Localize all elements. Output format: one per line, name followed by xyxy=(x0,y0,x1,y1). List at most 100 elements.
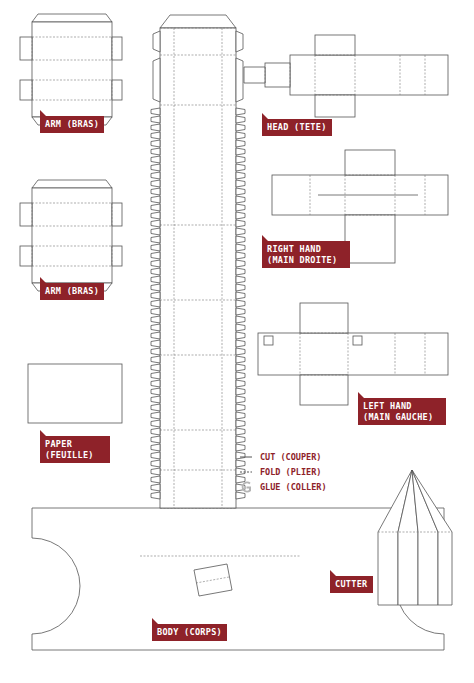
body-tooth xyxy=(236,276,245,283)
body-tooth xyxy=(236,164,245,171)
body-tooth xyxy=(236,356,245,363)
body-tooth xyxy=(236,476,245,483)
body-tooth xyxy=(151,388,160,395)
body-tooth xyxy=(151,204,160,211)
body-tooth xyxy=(151,340,160,347)
body-tooth xyxy=(151,412,160,419)
fold-line xyxy=(160,55,236,56)
body-tooth xyxy=(236,348,245,355)
body-tooth xyxy=(151,148,160,155)
glue-tab xyxy=(32,180,112,188)
body-tooth xyxy=(151,428,160,435)
body-tooth xyxy=(151,396,160,403)
fold-line xyxy=(425,175,426,215)
body-tooth xyxy=(236,156,245,163)
body-tooth xyxy=(151,244,160,251)
hand-bottom xyxy=(300,375,348,405)
body-tooth xyxy=(151,196,160,203)
body-tooth xyxy=(236,396,245,403)
paper-sheet xyxy=(28,364,122,423)
body-tooth xyxy=(236,172,245,179)
body-tooth xyxy=(151,188,160,195)
body-tooth xyxy=(151,316,160,323)
body-tooth xyxy=(236,204,245,211)
body-tooth xyxy=(236,428,245,435)
body-tooth xyxy=(151,164,160,171)
fold-line xyxy=(32,100,112,101)
fold-line xyxy=(160,28,236,29)
body-tooth xyxy=(151,108,160,115)
arm-flap xyxy=(112,246,122,266)
body-cap xyxy=(160,15,236,28)
hand-bottom xyxy=(345,215,395,263)
body-tooth xyxy=(151,172,160,179)
part-label-tag: BODY (CORPS) xyxy=(152,624,227,641)
glue-tab xyxy=(153,31,160,52)
arm-panel xyxy=(32,22,112,117)
body-tooth xyxy=(236,324,245,331)
hand-strip xyxy=(272,175,448,215)
part-label-tag: PAPER (FEUILLE) xyxy=(40,436,110,463)
slot-hole xyxy=(353,336,362,345)
fold-line xyxy=(32,37,33,60)
fold-line xyxy=(112,246,113,266)
legend-row: FOLD (PLIER) xyxy=(238,464,327,479)
body-tooth xyxy=(236,180,245,187)
body-tooth xyxy=(236,332,245,339)
body-tooth xyxy=(151,380,160,387)
part-label-tag: CUTTER xyxy=(330,576,373,593)
body-tooth xyxy=(151,332,160,339)
fold-line xyxy=(32,266,112,267)
fold-line xyxy=(300,333,348,334)
body-tooth xyxy=(151,348,160,355)
body-tooth xyxy=(151,308,160,315)
slit-line xyxy=(318,195,418,196)
body-tooth xyxy=(236,388,245,395)
legend-sample xyxy=(238,481,254,493)
body-tooth xyxy=(236,372,245,379)
body-tooth xyxy=(151,420,160,427)
body-tooth xyxy=(151,324,160,331)
body-tooth xyxy=(236,196,245,203)
fold-line xyxy=(378,532,452,533)
legend-text: GLUE (COLLER) xyxy=(260,482,327,492)
body-tooth xyxy=(236,236,245,243)
fold-line xyxy=(345,215,395,216)
part-name: HEAD (TETE) xyxy=(267,122,327,133)
glue-tab xyxy=(236,31,243,52)
body-tooth xyxy=(151,180,160,187)
body-tooth xyxy=(236,308,245,315)
fold-line xyxy=(290,63,291,87)
hand-strip xyxy=(258,333,448,375)
arm-flap xyxy=(112,80,122,100)
body-tooth xyxy=(236,252,245,259)
head-strip xyxy=(290,55,448,95)
glue-tab xyxy=(236,58,243,102)
fold-line xyxy=(425,333,426,375)
arm-flap xyxy=(20,203,32,226)
body-tooth xyxy=(236,316,245,323)
body-tooth xyxy=(236,452,245,459)
body-tooth xyxy=(151,252,160,259)
body-tooth xyxy=(151,372,160,379)
body-tooth xyxy=(236,188,245,195)
part-name: PAPER (FEUILLE) xyxy=(45,439,105,460)
body-tooth xyxy=(151,156,160,163)
body-tooth xyxy=(151,476,160,483)
body-tooth xyxy=(236,492,245,499)
fold-line xyxy=(112,37,113,60)
fold-line xyxy=(32,80,33,100)
body-tooth xyxy=(236,412,245,419)
fold-line xyxy=(355,55,356,95)
body-tooth xyxy=(151,228,160,235)
fold-line xyxy=(348,333,349,375)
fold-line xyxy=(300,375,348,376)
arm-flap xyxy=(20,246,32,266)
body-tooth xyxy=(151,404,160,411)
glue-tab xyxy=(153,58,160,102)
fold-line xyxy=(300,333,301,375)
fold-line xyxy=(400,55,401,95)
fold-line xyxy=(395,333,396,375)
arm-flap xyxy=(20,37,32,60)
